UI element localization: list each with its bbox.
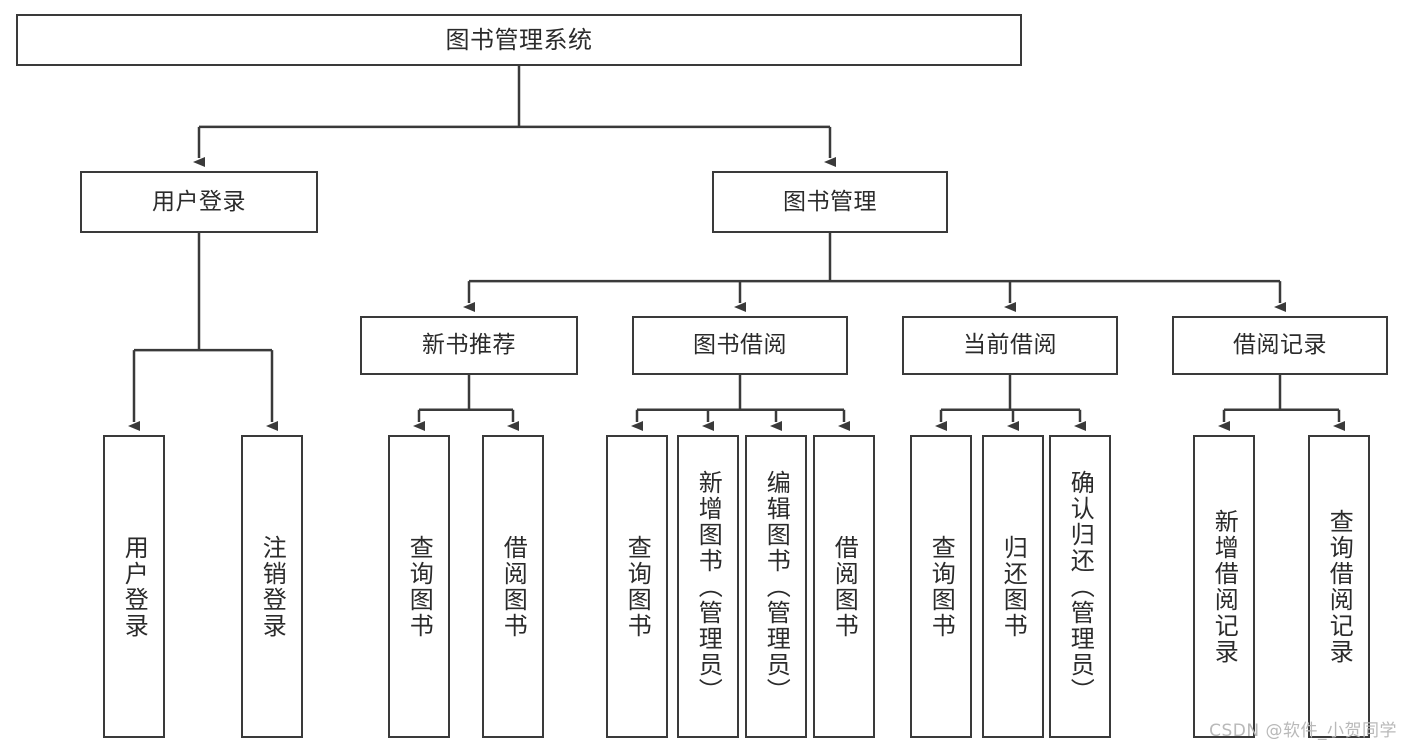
node-leaf-user-login[interactable]: 用户登录: [103, 435, 165, 738]
node-leaf-return-book[interactable]: 归还图书: [982, 435, 1044, 738]
node-leaf-add-book[interactable]: 新增图书（管理员）: [677, 435, 739, 738]
node-label: 图书借阅: [693, 332, 787, 359]
node-user-login[interactable]: 用户登录: [80, 171, 318, 233]
edge-spine-root: [199, 66, 830, 129]
node-label: 借阅图书: [830, 534, 859, 639]
node-borrow-record[interactable]: 借阅记录: [1172, 316, 1388, 375]
node-label: 借阅记录: [1233, 332, 1327, 359]
node-leaf-query-book-3[interactable]: 查询图书: [910, 435, 972, 738]
node-label: 新增图书（管理员）: [694, 469, 723, 704]
node-leaf-query-book-1[interactable]: 查询图书: [388, 435, 450, 738]
csdn-watermark: CSDN @软件_小贺同学: [1209, 721, 1397, 741]
node-leaf-add-record[interactable]: 新增借阅记录: [1193, 435, 1255, 738]
node-label: 查询图书: [927, 534, 956, 639]
node-leaf-confirm-return[interactable]: 确认归还（管理员）: [1049, 435, 1111, 738]
node-leaf-user-logout[interactable]: 注销登录: [241, 435, 303, 738]
node-new-book-rec[interactable]: 新书推荐: [360, 316, 578, 375]
node-label: 查询图书: [623, 534, 652, 639]
node-label: 注销登录: [258, 534, 287, 639]
node-label: 用户登录: [152, 188, 246, 215]
edge-spine-borrow-record: [1224, 375, 1339, 412]
node-label: 借阅图书: [499, 534, 528, 639]
node-leaf-borrow-book-1[interactable]: 借阅图书: [482, 435, 544, 738]
node-leaf-borrow-book-2[interactable]: 借阅图书: [813, 435, 875, 738]
edge-spine-new-book-rec: [419, 375, 513, 412]
node-label: 当前借阅: [963, 332, 1057, 359]
node-label: 编辑图书（管理员）: [762, 469, 791, 704]
node-book-manage[interactable]: 图书管理: [712, 171, 948, 233]
node-current-borrow[interactable]: 当前借阅: [902, 316, 1118, 375]
edge-spine-book-manage: [469, 233, 1280, 283]
edge-spine-book-borrow: [637, 375, 844, 412]
node-label: 归还图书: [999, 534, 1028, 639]
node-leaf-query-record[interactable]: 查询借阅记录: [1308, 435, 1370, 738]
node-label: 图书管理: [783, 188, 877, 215]
edge-spine-current-borrow: [941, 375, 1080, 412]
node-leaf-query-book-2[interactable]: 查询图书: [606, 435, 668, 738]
node-label: 确认归还（管理员）: [1066, 469, 1095, 704]
node-label: 图书管理系统: [445, 26, 593, 54]
node-label: 查询图书: [405, 534, 434, 639]
node-root[interactable]: 图书管理系统: [16, 14, 1022, 66]
node-label: 用户登录: [120, 534, 149, 639]
node-leaf-edit-book[interactable]: 编辑图书（管理员）: [745, 435, 807, 738]
node-label: 新书推荐: [422, 332, 516, 359]
edge-spine-user-login: [134, 233, 272, 352]
node-label: 新增借阅记录: [1210, 508, 1239, 665]
node-label: 查询借阅记录: [1325, 508, 1354, 665]
node-book-borrow[interactable]: 图书借阅: [632, 316, 848, 375]
